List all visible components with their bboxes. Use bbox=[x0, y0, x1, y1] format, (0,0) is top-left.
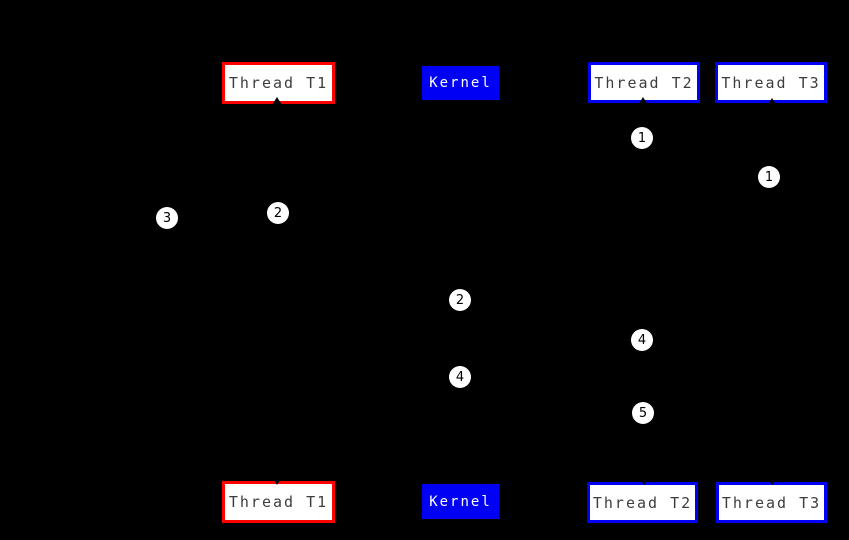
thread-t1-label-bottom: Thread T1 bbox=[228, 493, 329, 511]
event-marker-5-t2-lane: 5 bbox=[632, 402, 654, 424]
arrowhead-up-icon-t2 bbox=[638, 97, 648, 105]
thread-t3-box-top: Thread T3 bbox=[715, 62, 827, 103]
arrowhead-up-icon-t1 bbox=[272, 97, 282, 105]
arrowhead-down-icon-t1 bbox=[272, 477, 282, 485]
arrowhead-up-icon-t3 bbox=[767, 98, 777, 106]
event-marker-number: 1 bbox=[764, 169, 774, 185]
thread-t3-label-bottom: Thread T3 bbox=[721, 493, 822, 512]
event-marker-number: 4 bbox=[637, 332, 647, 348]
event-marker-number: 2 bbox=[455, 292, 465, 308]
event-marker-number: 2 bbox=[273, 205, 283, 221]
kernel-label-top: Kernel bbox=[429, 75, 492, 91]
kernel-label-bottom: Kernel bbox=[429, 493, 492, 510]
event-marker-2-under-t1: 2 bbox=[267, 202, 289, 224]
event-marker-1-under-t3: 1 bbox=[758, 166, 780, 188]
thread-t1-box-bottom: Thread T1 bbox=[222, 481, 335, 523]
event-marker-2-kernel-lane: 2 bbox=[449, 289, 471, 311]
thread-t2-label-bottom: Thread T2 bbox=[592, 493, 693, 512]
thread-t3-box-bottom: Thread T3 bbox=[716, 482, 827, 523]
arrowhead-down-icon-t3 bbox=[767, 477, 777, 485]
event-marker-3-left-of-t1: 3 bbox=[156, 207, 178, 229]
event-marker-number: 1 bbox=[637, 130, 647, 146]
thread-t1-label-top: Thread T1 bbox=[228, 74, 329, 92]
event-marker-4-t2-lane: 4 bbox=[631, 329, 653, 351]
kernel-box-top: Kernel bbox=[422, 66, 499, 100]
event-marker-number: 3 bbox=[162, 210, 172, 226]
event-marker-4-kernel-lane: 4 bbox=[449, 366, 471, 388]
event-marker-1-under-t2: 1 bbox=[631, 127, 653, 149]
event-marker-number: 4 bbox=[455, 369, 465, 385]
thread-t2-label-top: Thread T2 bbox=[594, 73, 694, 92]
event-marker-number: 5 bbox=[638, 405, 648, 421]
thread-t2-box-bottom: Thread T2 bbox=[587, 482, 698, 523]
thread-t3-label-top: Thread T3 bbox=[721, 73, 821, 92]
kernel-box-bottom: Kernel bbox=[422, 484, 499, 519]
arrowhead-down-icon-t2 bbox=[639, 477, 649, 485]
